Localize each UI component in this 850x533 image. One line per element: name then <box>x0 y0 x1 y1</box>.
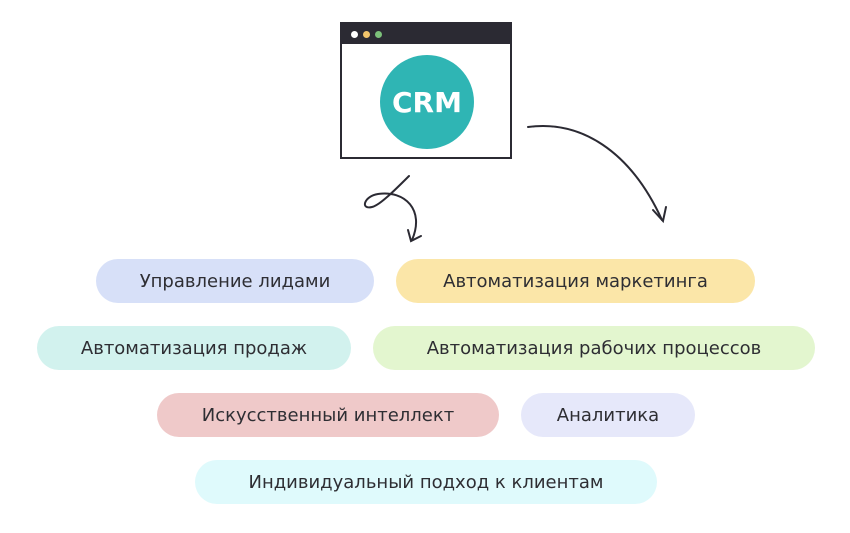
curly-arrow-head <box>407 229 422 243</box>
curly-arrow <box>363 175 418 241</box>
window-dot-icon <box>351 31 358 38</box>
feature-pill: Аналитика <box>521 393 695 437</box>
feature-label: Искусственный интеллект <box>201 404 455 426</box>
feature-label: Автоматизация маркетинга <box>443 270 708 292</box>
curved-arrow-head <box>652 206 667 224</box>
feature-pill: Автоматизация продаж <box>37 326 351 370</box>
crm-label: CRM <box>392 85 462 119</box>
window-title-bar <box>342 24 510 44</box>
feature-pill: Автоматизация рабочих процессов <box>373 326 815 370</box>
crm-logo: CRM <box>380 55 474 149</box>
feature-pill: Автоматизация маркетинга <box>396 259 755 303</box>
feature-label: Автоматизация продаж <box>80 337 308 359</box>
feature-label: Индивидуальный подход к клиентам <box>248 471 604 493</box>
feature-label: Автоматизация рабочих процессов <box>426 337 762 359</box>
curved-arrow <box>527 125 663 221</box>
window-dot-icon <box>375 31 382 38</box>
crm-window: CRM <box>340 22 512 159</box>
window-dot-icon <box>363 31 370 38</box>
feature-pill: Искусственный интеллект <box>157 393 499 437</box>
feature-pill: Индивидуальный подход к клиентам <box>195 460 657 504</box>
feature-pill: Управление лидами <box>96 259 374 303</box>
feature-label: Управление лидами <box>139 270 331 292</box>
feature-label: Аналитика <box>556 404 660 426</box>
